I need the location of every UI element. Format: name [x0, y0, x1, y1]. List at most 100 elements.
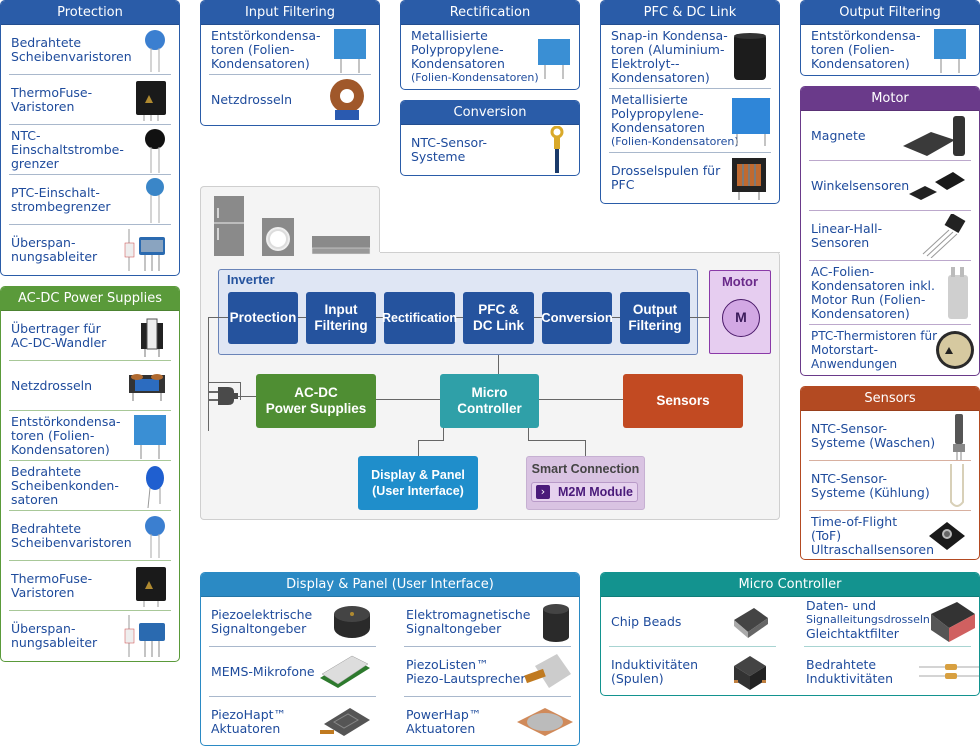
- thermofuse-varistor-icon: [136, 566, 166, 607]
- output-filtering-block[interactable]: Output Filtering: [620, 292, 690, 344]
- list-item[interactable]: Netzdrosseln: [9, 361, 171, 411]
- angle-sensor-icon: [909, 171, 965, 200]
- chip-bead-icon: [734, 607, 768, 638]
- list-item[interactable]: Snap-in Kondensa- toren (Aluminium- Elek…: [609, 25, 771, 89]
- mems-mic-icon: [320, 655, 370, 688]
- panel-title: Rectification: [401, 1, 579, 25]
- snap-in-capacitor-icon: [734, 32, 766, 80]
- micro-controller-block[interactable]: Micro Controller: [440, 374, 539, 428]
- panel-title: Sensors: [801, 387, 979, 411]
- m2m-module-label: M2M Module: [558, 485, 633, 499]
- list-item[interactable]: Entstörkondensa- toren (Folien- Kondensa…: [209, 25, 371, 75]
- list-item[interactable]: Linear-Hall- Sensoren: [809, 211, 971, 261]
- washing-machine-icon: [262, 218, 294, 256]
- refrigerator-icon: [214, 196, 244, 256]
- list-item[interactable]: Übertrager für AC-DC-Wandler: [9, 311, 171, 361]
- motor-run-capacitor-icon: [948, 266, 968, 319]
- sensors-block[interactable]: Sensors: [623, 374, 743, 428]
- ntc-sensor-ring-icon: [550, 126, 564, 173]
- em-buzzer-icon: [543, 603, 569, 642]
- leaded-inductor-icon: [919, 664, 979, 679]
- list-item[interactable]: Elektromagnetische Signaltongeber: [404, 597, 571, 647]
- inverter-block-diagram: Inverter Protection Input Filtering Rect…: [200, 186, 780, 520]
- list-item[interactable]: ThermoFuse- Varistoren: [9, 75, 171, 125]
- list-item[interactable]: Bedrahtete Scheibenvaristoren: [9, 511, 171, 561]
- list-item[interactable]: NTC- Einschaltstrombe- grenzer: [9, 125, 171, 175]
- pfc-choke-icon: [732, 158, 766, 200]
- ntc-probe-icon: [953, 413, 965, 460]
- list-item[interactable]: Netzdrosseln: [209, 75, 371, 125]
- list-item[interactable]: Überspan- nungsableiter: [9, 611, 171, 661]
- inverter-label: Inverter: [227, 272, 275, 287]
- smart-connection-label: Smart Connection: [531, 462, 640, 476]
- list-item[interactable]: Entstörkondensa- toren (Folien- Kondensa…: [9, 411, 171, 461]
- film-capacitor-icon: [732, 97, 770, 146]
- motor-symbol-icon: M: [722, 299, 760, 337]
- tof-sensor-icon: [929, 522, 965, 550]
- list-item[interactable]: PTC-Einschalt- strombegrenzer: [9, 175, 171, 225]
- list-item[interactable]: Bedrahtete Scheibenkonden- satoren: [9, 461, 171, 511]
- protection-block[interactable]: Protection: [228, 292, 298, 344]
- piezohapt-icon: [320, 707, 370, 736]
- piezo-speaker-icon: [524, 653, 571, 688]
- panel-title: Conversion: [401, 101, 579, 125]
- hall-sensor-icon: [922, 213, 966, 258]
- acdc-panel: AC-DC Power Supplies Übertrager für AC-D…: [0, 286, 180, 662]
- list-item[interactable]: Metallisierte Polypropylene- Kondensator…: [409, 25, 571, 89]
- list-item[interactable]: ThermoFuse- Varistoren: [9, 561, 171, 611]
- disc-varistor-icon: [145, 29, 165, 72]
- pfc-panel: PFC & DC Link Snap-in Kondensa- toren (A…: [600, 0, 780, 204]
- protection-panel: Protection Bedrahtete Scheibenvaristoren…: [0, 0, 180, 276]
- ptc-limiter-icon: [146, 177, 164, 223]
- ntc-limiter-icon: [145, 128, 165, 173]
- pfc-dc-link-block[interactable]: PFC & DC Link: [463, 292, 534, 344]
- conversion-panel: Conversion NTC-Sensor- Systeme: [400, 100, 580, 176]
- panel-title: Motor: [801, 87, 979, 111]
- acdc-power-supplies-block[interactable]: AC-DC Power Supplies: [256, 374, 376, 428]
- list-item[interactable]: Bedrahtete Induktivitäten: [804, 647, 979, 695]
- list-item[interactable]: PiezoHapt™ Aktuatoren: [209, 697, 376, 745]
- list-item[interactable]: PowerHap™ Aktuatoren: [404, 697, 573, 745]
- display-panel-block[interactable]: Display & Panel (User Interface): [358, 456, 478, 510]
- m2m-module-button[interactable]: › M2M Module: [531, 482, 638, 502]
- ntc-wire-icon: [950, 463, 964, 507]
- panel-title: Input Filtering: [201, 1, 379, 25]
- ptc-thermistor-icon: [936, 331, 974, 369]
- rectification-block[interactable]: Rectification: [382, 292, 457, 344]
- chevron-right-icon: ›: [536, 485, 550, 499]
- conversion-block[interactable]: Conversion: [541, 292, 613, 344]
- list-item[interactable]: MEMS-Mikrofone: [209, 647, 376, 697]
- list-item[interactable]: PiezoListen™ Piezo-Lautsprecher: [404, 647, 571, 697]
- list-item[interactable]: Winkelsensoren: [809, 161, 971, 211]
- list-item[interactable]: PTC-Thermistoren für Motorstart- Anwendu…: [809, 325, 974, 375]
- film-capacitor-icon: [934, 29, 966, 73]
- list-item[interactable]: Magnete: [809, 111, 971, 161]
- list-item[interactable]: NTC-Sensor- Systeme (Kühlung): [809, 461, 971, 511]
- list-item[interactable]: AC-Folien- Kondensatoren inkl. Motor Run…: [809, 261, 971, 325]
- list-item[interactable]: NTC-Sensor- Systeme: [409, 125, 571, 175]
- list-item[interactable]: Überspan- nungsableiter: [9, 225, 171, 275]
- list-item[interactable]: NTC-Sensor- Systeme (Waschen): [809, 411, 971, 461]
- film-capacitor-icon: [134, 414, 166, 459]
- appliances-icon: [214, 196, 371, 256]
- list-item[interactable]: Bedrahtete Scheibenvaristoren: [9, 25, 171, 75]
- panel-title: AC-DC Power Supplies: [1, 287, 179, 311]
- sensors-panel: Sensors NTC-Sensor- Systeme (Waschen) NT…: [800, 386, 980, 560]
- piezo-buzzer-icon: [334, 605, 370, 638]
- magnet-icon: [903, 115, 965, 156]
- motor-panel: Motor Magnete Winkelsensoren Linear-Hall…: [800, 86, 980, 376]
- list-item[interactable]: Drosselspulen für PFC: [609, 153, 771, 203]
- surge-arrester-icon: [124, 615, 165, 657]
- air-conditioner-icon: [311, 236, 371, 255]
- list-item[interactable]: Metallisierte Polypropylene- Kondensator…: [609, 89, 771, 153]
- list-item[interactable]: Chip Beads: [609, 597, 776, 647]
- transformer-icon: [141, 318, 163, 357]
- thermofuse-varistor-icon: [136, 80, 166, 121]
- input-filtering-block[interactable]: Input Filtering: [306, 292, 376, 344]
- list-item[interactable]: Induktivitäten (Spulen): [609, 647, 776, 695]
- list-item[interactable]: Piezoelektrische Signaltongeber: [209, 597, 376, 647]
- list-item[interactable]: Entstörkondensa- toren (Folien- Kondensa…: [809, 25, 971, 75]
- list-item[interactable]: Time-of-Flight (ToF) Ultraschallsensoren: [809, 511, 971, 559]
